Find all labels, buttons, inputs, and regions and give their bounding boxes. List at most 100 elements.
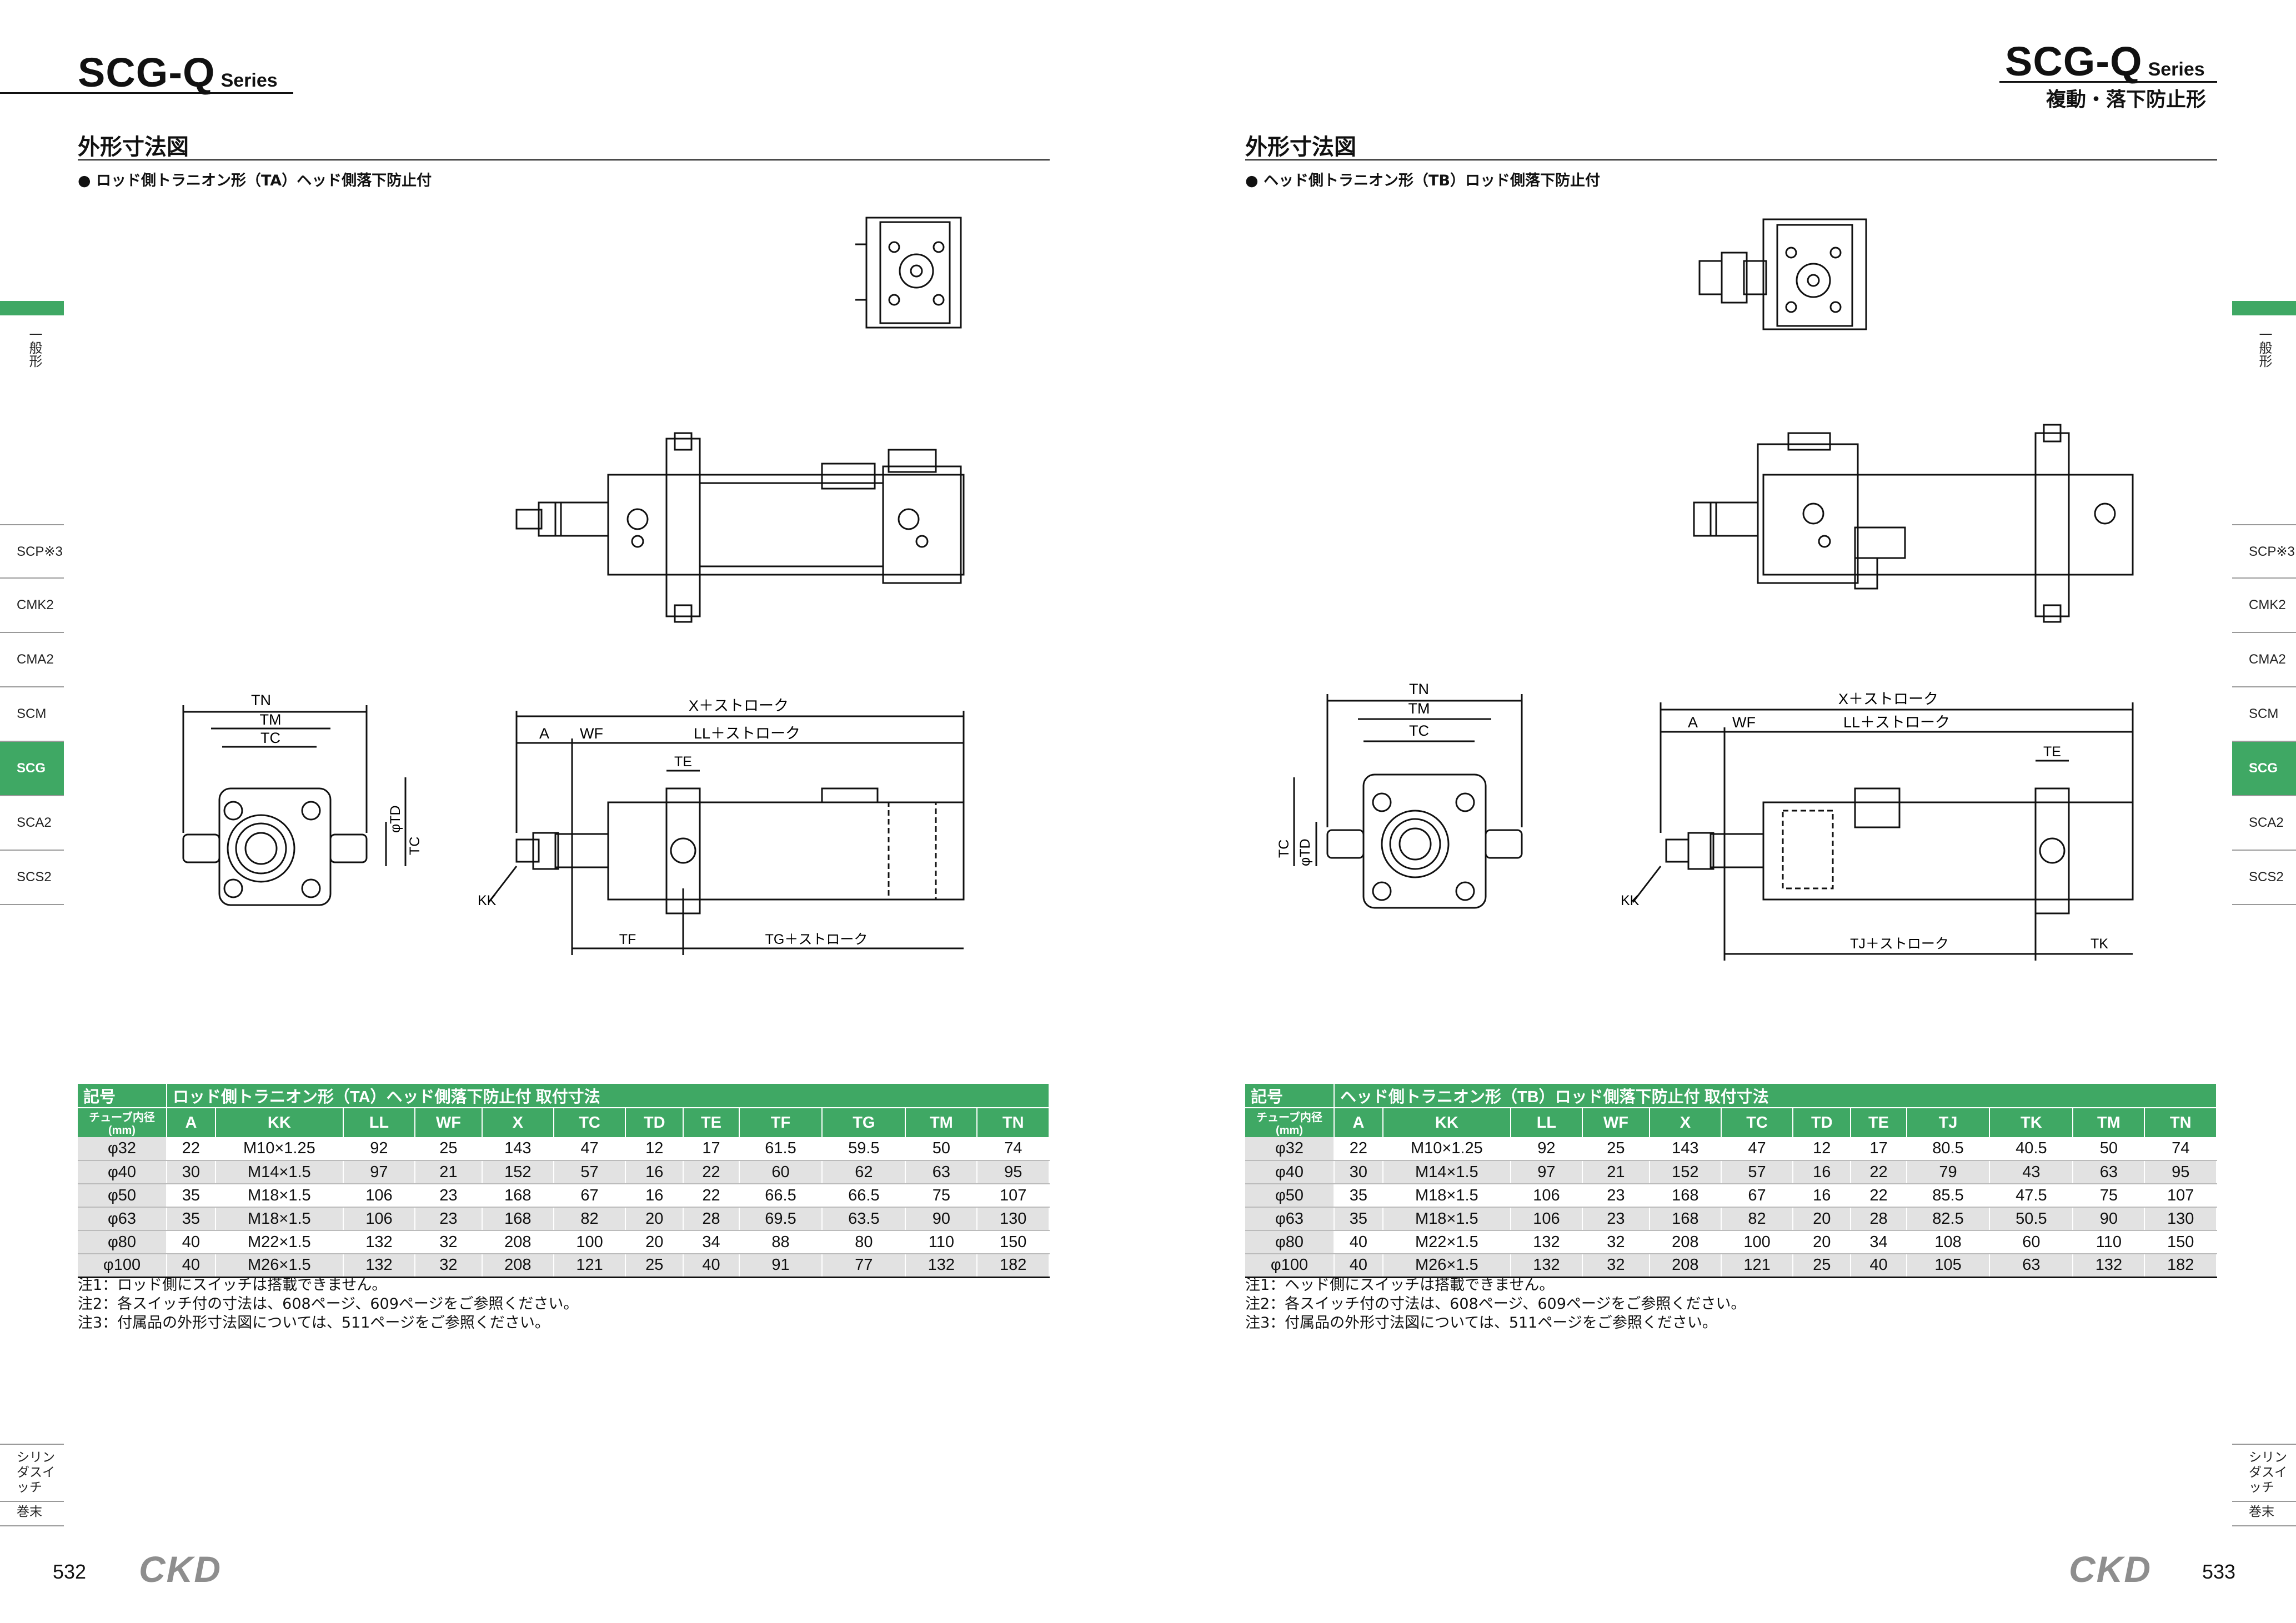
left-sidebar-tab-scp3[interactable]: SCP※3 xyxy=(0,524,64,579)
right-subtitle: 複動・落下防止形 xyxy=(2046,88,2207,111)
right-symbol-label: 記号 xyxy=(1245,1084,1335,1108)
left-col-tn: TN xyxy=(977,1108,1050,1137)
left-drawing: TN TM TC φTD TC X＋ストローク A WF LL＋ストローク TE… xyxy=(182,217,965,955)
left-page-number: 532 xyxy=(53,1560,87,1583)
right-col-a: A xyxy=(1334,1108,1383,1137)
right-col-td: TD xyxy=(1793,1108,1852,1137)
left-dimension-table: 記号 ロッド側トラニオン形（TA）ヘッド側落下防止付 取付寸法 チューブ内径(m… xyxy=(78,1084,1050,1278)
right-dim-kk: KK xyxy=(1621,893,1640,908)
left-col-a: A xyxy=(167,1108,216,1137)
right-sidebar-category: 一般形 xyxy=(2257,328,2272,368)
left-col-kk: KK xyxy=(215,1108,344,1137)
right-sidebar-tab-scs2[interactable]: SCS2 xyxy=(2232,851,2296,905)
right-col-kk: KK xyxy=(1382,1108,1511,1137)
right-sidebar-tab-scp3[interactable]: SCP※3 xyxy=(2232,524,2296,579)
left-sidebar-tab-scm[interactable]: SCM xyxy=(0,687,64,742)
left-col-tg: TG xyxy=(822,1108,906,1137)
right-col-tn: TN xyxy=(2144,1108,2217,1137)
right-col-wf: WF xyxy=(1582,1108,1650,1137)
left-col-te: TE xyxy=(683,1108,740,1137)
right-tube-label: チューブ内径(mm) xyxy=(1245,1108,1335,1137)
left-dim-ll: LL＋ストローク xyxy=(694,725,800,742)
left-dim-tn: TN xyxy=(251,692,271,709)
right-dim-td: φTD xyxy=(1297,838,1313,866)
right-sidebar-tab-cma2[interactable]: CMA2 xyxy=(2232,633,2296,687)
right-drawing: TN TM TC TC φTD X＋ストローク A WF LL＋ストローク TE… xyxy=(1276,218,2134,961)
right-drawing-caption: ● ヘッド側トラニオン形（TB）ロッド側落下防止付 xyxy=(1245,172,1600,189)
left-dim-td: φTD xyxy=(388,805,403,833)
right-sidebar-tab-cmk2[interactable]: CMK2 xyxy=(2232,579,2296,633)
right-dim-tn: TN xyxy=(1409,681,1429,697)
right-note-3: 注3：付属品の外形寸法図については、511ページをご参照ください。 xyxy=(1245,1314,1717,1331)
left-dim-kk: KK xyxy=(478,893,497,908)
left-note-3: 注3：付属品の外形寸法図については、511ページをご参照ください。 xyxy=(78,1314,550,1331)
left-dim-tc2: TC xyxy=(407,837,423,855)
right-dim-te: TE xyxy=(2043,744,2061,760)
right-dim-ll: LL＋ストローク xyxy=(1843,714,1950,731)
left-symbol-label: 記号 xyxy=(78,1084,167,1108)
left-notes: 注1：ロッド側にスイッチは搭載できません。 注2：各スイッチ付の寸法は、608ペ… xyxy=(78,1276,578,1333)
left-sidebar-marker xyxy=(0,301,64,315)
left-dim-tg: TG＋ストローク xyxy=(765,932,868,947)
right-dim-tm: TM xyxy=(1408,700,1430,717)
left-sidebar-tab-cmk2[interactable]: CMK2 xyxy=(0,579,64,633)
left-dim-te: TE xyxy=(674,754,692,770)
right-col-tk: TK xyxy=(1989,1108,2074,1137)
right-col-tm: TM xyxy=(2073,1108,2145,1137)
right-dim-tk: TK xyxy=(2091,936,2108,952)
left-col-tf: TF xyxy=(739,1108,823,1137)
right-col-tc: TC xyxy=(1721,1108,1794,1137)
left-sidebar-tab-scg[interactable]: SCG xyxy=(0,742,64,796)
left-dim-x: X＋ストローク xyxy=(689,697,789,714)
left-sidebar-tab-scs2[interactable]: SCS2 xyxy=(0,851,64,905)
right-notes: 注1：ヘッド側にスイッチは搭載できません。 注2：各スイッチ付の寸法は、608ペ… xyxy=(1245,1276,1746,1333)
left-sidebar-tab-cma2[interactable]: CMA2 xyxy=(0,633,64,687)
right-sidebar-appendix[interactable]: 巻末 xyxy=(2232,1499,2296,1526)
right-sidebar-tab-scg[interactable]: SCG xyxy=(2232,742,2296,796)
left-dim-tc: TC xyxy=(260,730,280,746)
right-dimension-table: 記号 ヘッド側トラニオン形（TB）ロッド側落下防止付 取付寸法 チューブ内径(m… xyxy=(1245,1084,2217,1278)
right-dim-tc2: TC xyxy=(1276,840,1292,858)
right-ckd-logo: CKD xyxy=(2069,1549,2152,1590)
right-col-x: X xyxy=(1649,1108,1722,1137)
right-col-ll: LL xyxy=(1510,1108,1583,1137)
right-dim-x: X＋ストローク xyxy=(1838,691,1938,707)
right-sidebar-tab-scm[interactable]: SCM xyxy=(2232,687,2296,742)
left-col-td: TD xyxy=(625,1108,684,1137)
left-dim-wf: WF xyxy=(580,725,603,742)
right-dim-a: A xyxy=(1688,714,1698,731)
left-sidebar-category: 一般形 xyxy=(27,328,42,368)
left-col-tm: TM xyxy=(905,1108,978,1137)
right-dim-tj: TJ＋ストローク xyxy=(1850,936,1949,952)
left-section-title: 外形寸法図 xyxy=(78,134,189,160)
right-col-te: TE xyxy=(1851,1108,1907,1137)
right-sidebar-marker xyxy=(2232,301,2296,315)
left-dim-tf: TF xyxy=(619,932,636,947)
left-dim-tm: TM xyxy=(260,711,282,728)
right-sidebar-tab-sca2[interactable]: SCA2 xyxy=(2232,796,2296,851)
right-sidebar-switch[interactable]: シリンダスイッチ xyxy=(2232,1444,2296,1502)
left-sidebar-switch[interactable]: シリンダスイッチ xyxy=(0,1444,64,1502)
left-sidebar-tab-sca2[interactable]: SCA2 xyxy=(0,796,64,851)
left-sidebar-appendix[interactable]: 巻末 xyxy=(0,1499,64,1526)
left-ckd-logo: CKD xyxy=(139,1549,222,1590)
left-col-ll: LL xyxy=(343,1108,416,1137)
left-table-title: ロッド側トラニオン形（TA）ヘッド側落下防止付 取付寸法 xyxy=(167,1084,1050,1108)
left-note-2: 注2：各スイッチ付の寸法は、608ページ、609ページをご参照ください。 xyxy=(78,1295,579,1313)
right-dim-wf: WF xyxy=(1732,714,1756,731)
right-section-title: 外形寸法図 xyxy=(1245,134,1356,160)
left-drawing-caption: ● ロッド側トラニオン形（TA）ヘッド側落下防止付 xyxy=(78,172,432,189)
right-page-number: 533 xyxy=(2202,1560,2236,1583)
